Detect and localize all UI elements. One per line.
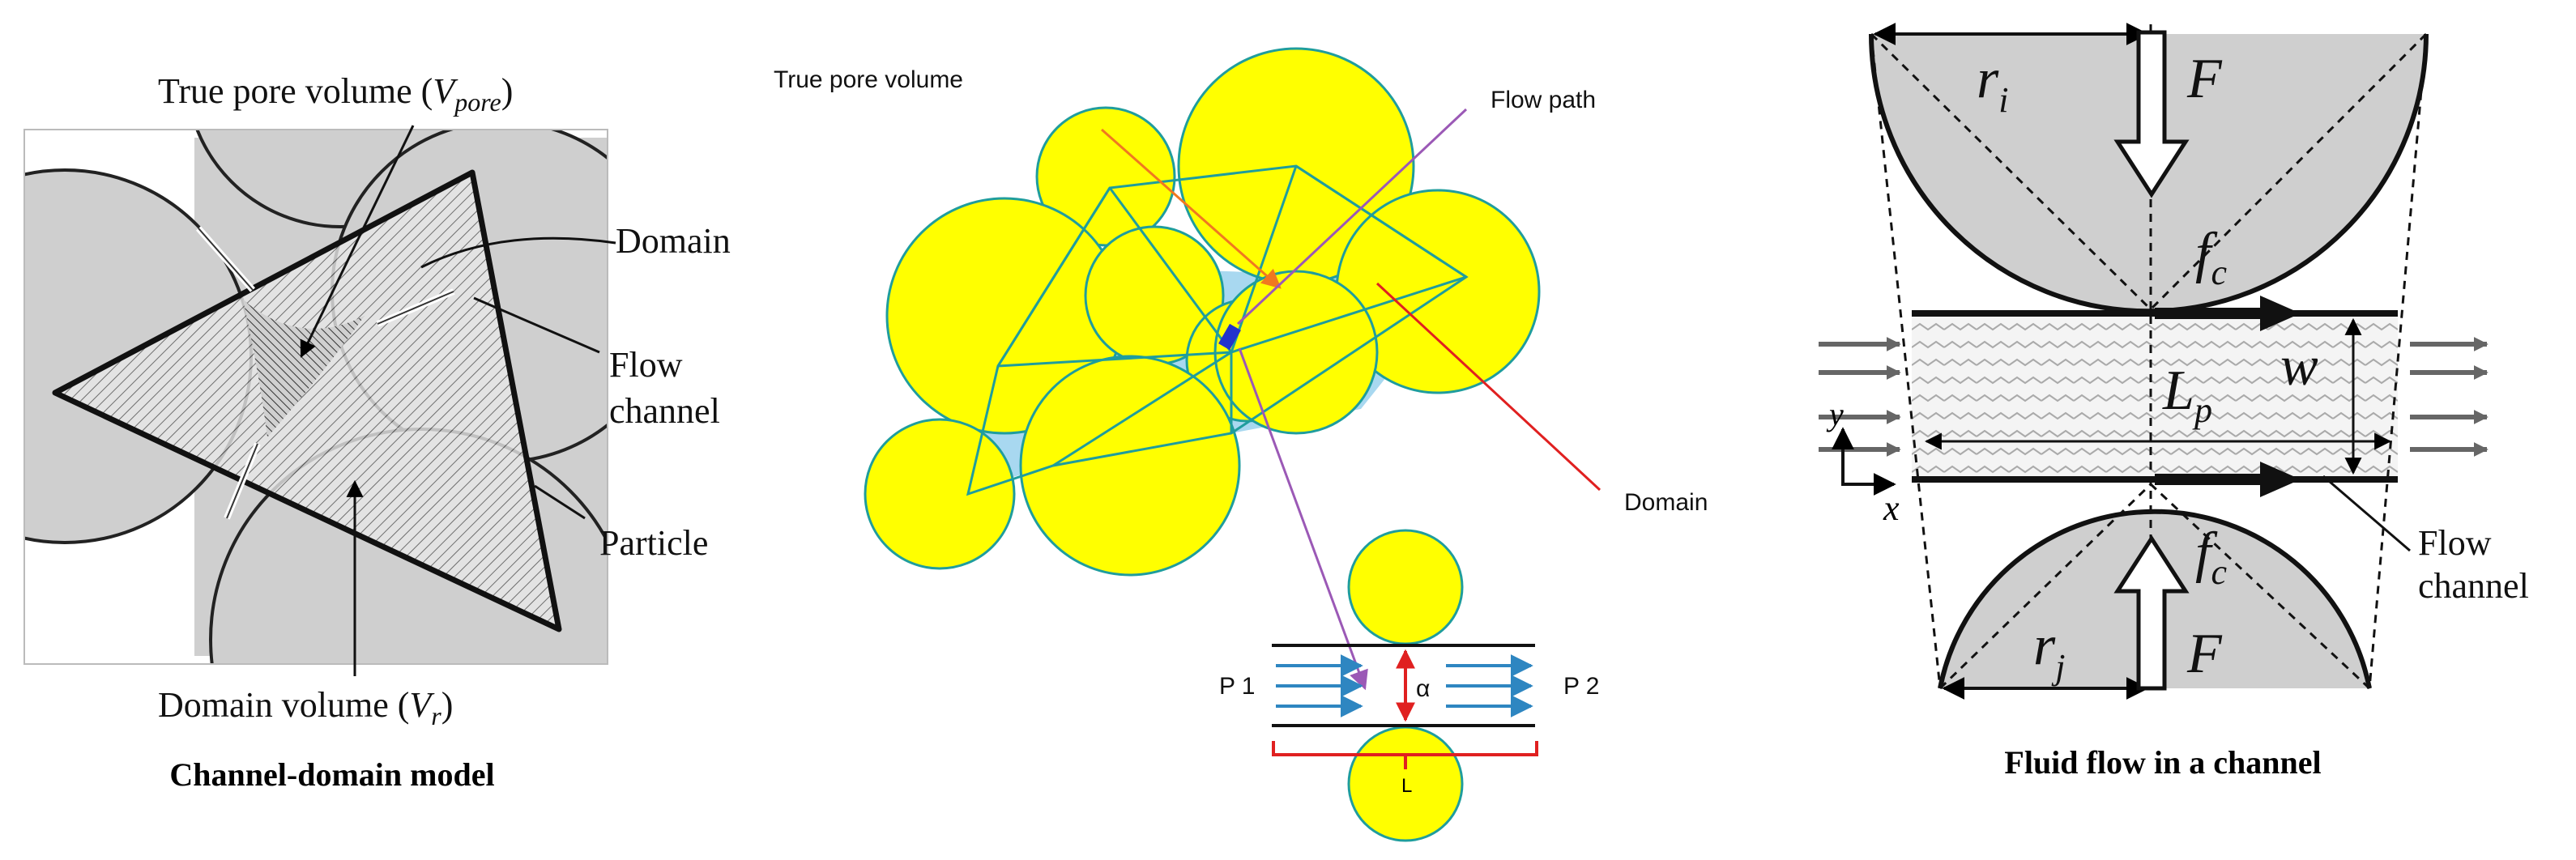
force-bottom-label: F (2186, 623, 2223, 685)
left-frame (23, 129, 608, 665)
radius-j-label: rj (2033, 615, 2065, 687)
right-caption: Fluid flow in a channel (2004, 744, 2321, 781)
true-pore-volume-label: True pore volume (Vpore) (158, 71, 513, 117)
flow-path-marker (1218, 323, 1241, 351)
true-pore-volume-pointer (1101, 128, 1282, 289)
true-pore-region (243, 300, 365, 437)
inset-flow-arrows-right (1446, 654, 1533, 717)
domain-label-mid: Domain (1624, 489, 1708, 516)
force-arrow-top (2113, 30, 2190, 198)
right-panel: y x ri rj F F fc fc Lp w Flow channel Fl… (1819, 23, 2529, 781)
mid-particle-9 (1019, 355, 1241, 577)
left-panel: True pore volume (Vpore) Domain Flow cha… (23, 71, 731, 793)
left-caption: Channel-domain model (169, 756, 494, 793)
flow-channel-inset: P 1 P 2 α L (1219, 529, 1600, 842)
flow-path-label: Flow path (1491, 87, 1596, 113)
outflow-arrows (2410, 337, 2489, 457)
p1-label: P 1 (1219, 673, 1256, 700)
domain-label: Domain (616, 221, 731, 261)
y-axis-label: y (1826, 396, 1844, 432)
flow-channel-pointer (473, 296, 600, 354)
lower-particle-edge (1938, 509, 2372, 689)
flow-channel-label-line2: channel (609, 391, 720, 431)
flow-channel-label-right-line2: channel (2418, 566, 2529, 606)
p2-label: P 2 (1563, 673, 1600, 700)
flow-path-pointer (1236, 108, 1468, 326)
inset-flow-arrows-left (1276, 654, 1363, 717)
alpha-label: α (1416, 675, 1430, 702)
domain-pointer (420, 236, 616, 269)
channel-width-label: w (2280, 335, 2318, 398)
particle-pointer (534, 484, 586, 520)
flow-channel-fill (1912, 313, 2398, 479)
true-pore-volume-label-mid: True pore volume (774, 66, 963, 93)
friction-arrow-top (2155, 296, 2301, 331)
channel-length-label: Lp (2162, 360, 2212, 430)
mid-particle-8 (864, 418, 1016, 570)
domain-volume-label: Domain volume (Vr) (158, 685, 453, 730)
particle-label: Particle (599, 523, 708, 563)
middle-panel: True pore volume Flow path Domain P 1 (774, 47, 1708, 842)
construction-lines (1870, 24, 2428, 690)
domain-mesh (966, 164, 1469, 496)
domain-triangle-fill (55, 172, 559, 629)
length-label: L (1401, 775, 1412, 797)
friction-arrow-bottom (2155, 462, 2301, 497)
force-arrow-bottom (2113, 534, 2190, 691)
x-axis-label: x (1883, 488, 1900, 528)
true-pore-pointer (300, 125, 415, 358)
flow-channel-label-line1: Flow (609, 345, 683, 385)
flow-channel-pointer-right (2322, 475, 2411, 552)
inset-particle-top (1347, 529, 1464, 645)
domain-pointer-mid (1375, 282, 1601, 492)
force-top-label: F (2186, 48, 2223, 110)
flow-channel-label-right-line1: Flow (2418, 523, 2492, 563)
radius-i-label: ri (1977, 48, 2008, 120)
flow-path-zoom-pointer (1238, 347, 1368, 691)
inflow-arrows (1819, 337, 1901, 457)
domain-triangle-outline (52, 169, 562, 632)
